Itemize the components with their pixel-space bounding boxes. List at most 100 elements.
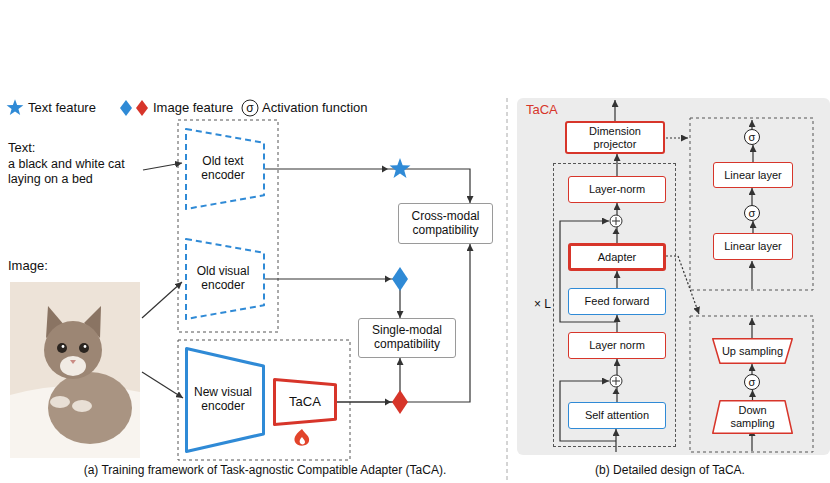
process-box: Layer-norm	[568, 176, 666, 203]
sampling-trapezoid: Up sampling	[712, 338, 793, 364]
flow-arrow	[751, 188, 752, 205]
flow-arrow	[337, 244, 470, 402]
input-text: a black and white cat laying on a bed	[8, 157, 143, 187]
process-box: Feed forward	[568, 288, 666, 315]
node-label: Adapter	[598, 251, 637, 264]
sum-symbol	[610, 375, 622, 394]
output-arrow	[751, 318, 752, 338]
encoder-trapezoid: New visual encoder	[185, 347, 265, 453]
encoder-trapezoid: Old visual encoder	[185, 238, 265, 320]
node-label: Self attention	[585, 409, 649, 422]
subfigure-caption: (a) Training framework of Task-agnostic …	[30, 463, 500, 477]
activation-circle: σ	[744, 129, 760, 145]
process-box: Adapter	[568, 243, 666, 271]
legend-text: Image feature	[153, 100, 233, 116]
node-outline-shape	[186, 239, 264, 319]
node-outline-shape	[713, 339, 793, 364]
flow-arrow	[616, 315, 617, 332]
arrow-head	[385, 276, 391, 283]
legend-entry: Activation function	[262, 100, 368, 116]
activation-symbol: σ	[242, 100, 258, 116]
image-input-arrow	[142, 282, 182, 318]
node-label: Feed forward	[585, 295, 650, 308]
panel-title: TaCA	[526, 103, 558, 118]
output-arrow	[614, 100, 615, 121]
layer-stack: × LLayer-normAdapterFeed forwardLayer no…	[553, 163, 676, 447]
node-label: σ	[749, 376, 756, 389]
flow-arrow	[616, 271, 617, 288]
projector-detail-box	[690, 118, 813, 290]
input-heading: Image:	[8, 258, 68, 274]
node-label: Single-modal compatibility	[364, 324, 450, 352]
detail-panel: TaCA Dimension projector × L Layer-normAdap…	[517, 98, 830, 455]
flow-arrow	[751, 364, 752, 374]
activation-circle: σ	[744, 374, 760, 390]
cat-photo	[10, 282, 140, 458]
separator-line	[507, 98, 508, 483]
node-outline-shape	[187, 349, 264, 452]
legend-entry: Text feature	[28, 100, 96, 116]
process-box: Linear layer	[713, 233, 793, 260]
image-input-arrow	[142, 372, 183, 398]
node-label: Down sampling	[718, 404, 787, 429]
node-label: Up sampling	[722, 345, 783, 358]
process-box: Layer norm	[568, 332, 666, 359]
input-arrow	[751, 261, 752, 289]
zoom-leader	[666, 137, 688, 138]
process-box: Linear layer	[713, 162, 793, 188]
flow-arrow	[752, 390, 753, 400]
legend-blue-diamond	[120, 100, 132, 116]
output-arrow	[751, 120, 752, 129]
node-label: TaCA	[289, 395, 321, 410]
legend-entry: Image feature	[153, 100, 233, 116]
adapter-detail-box	[690, 316, 813, 452]
subfigure-caption-holder: (b) Detailed design of TaCA.	[520, 463, 820, 477]
trainable-group	[178, 340, 350, 460]
flow-arrow	[337, 358, 400, 402]
node-outline-shape	[713, 401, 793, 434]
text-feature-star	[390, 158, 411, 178]
adapter-block: TaCA	[273, 378, 337, 426]
flow-arrow	[265, 279, 400, 318]
loss-box: Single-modal compatibility	[358, 318, 456, 358]
node-label: Old visual encoder	[189, 265, 257, 293]
node-label: Linear layer	[724, 169, 781, 182]
node-label: Layer norm	[589, 339, 645, 352]
sum-symbol	[610, 215, 622, 234]
legend-text: Text feature	[28, 100, 96, 116]
node-label: Cross-modal compatibility	[404, 210, 487, 238]
panel-background	[517, 98, 830, 455]
node-outline-shape	[275, 380, 336, 425]
frozen-group	[178, 120, 278, 332]
sampling-trapezoid: Down sampling	[712, 400, 793, 434]
node-label: Layer-norm	[589, 183, 645, 196]
input-text-holder: a black and white cat laying on a bed	[8, 157, 143, 187]
subfigure-caption-holder: (a) Training framework of Task-agnostic …	[30, 463, 500, 477]
flow-arrow	[752, 221, 753, 233]
subfigure-caption: (b) Detailed design of TaCA.	[520, 463, 820, 477]
encoder-trapezoid: Old text encoder	[185, 128, 265, 210]
node-label: Linear layer	[724, 240, 781, 253]
flow-arrow	[265, 169, 470, 203]
trainable-flame	[300, 437, 305, 444]
zoom-leader	[666, 256, 699, 314]
process-box: Self attention	[568, 402, 666, 429]
input-heading: Text:	[8, 140, 68, 156]
node-label: Old text encoder	[189, 155, 257, 183]
legend-red-diamond	[136, 100, 148, 116]
process-box: Dimension projector	[565, 121, 665, 154]
node-label: σ	[749, 131, 756, 144]
text-input-arrow	[143, 163, 182, 170]
activation-circle: σ	[744, 205, 760, 221]
new-image-feature-diamond	[392, 390, 408, 414]
repeat-count: × L	[527, 298, 551, 312]
input-heading-holder: Text:	[8, 140, 68, 156]
legend-text: Activation function	[262, 100, 368, 116]
activation-symbol-holder: σ	[242, 100, 258, 116]
node-label: New visual encoder	[189, 386, 257, 414]
arrow-head	[385, 399, 391, 406]
input-heading-holder: Image:	[8, 258, 68, 274]
arrow-head	[382, 166, 388, 173]
node-label: σ	[749, 207, 756, 220]
trainable-flame	[294, 429, 309, 446]
